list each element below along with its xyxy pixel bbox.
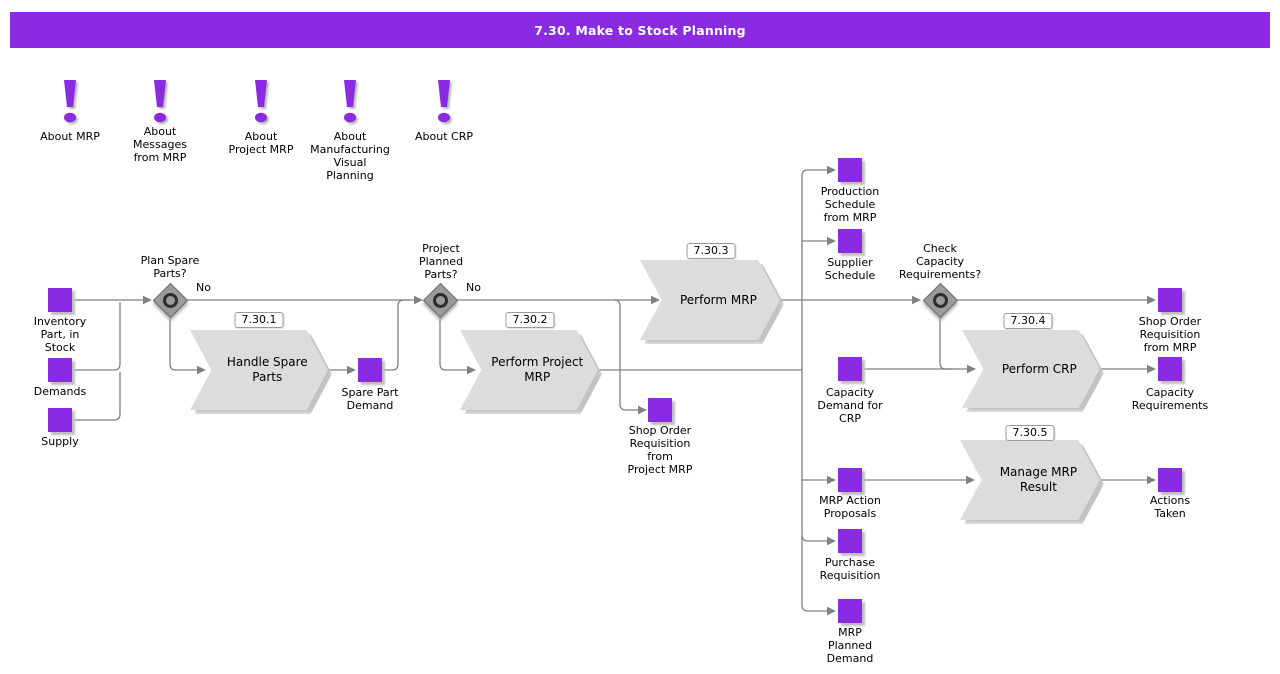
decision-ring-icon — [159, 289, 182, 312]
artifact-label: MRP Action Proposals — [819, 494, 881, 520]
artifact-mrp-planned-demand — [838, 599, 862, 623]
process-perform-crp[interactable]: Perform CRP — [962, 330, 1104, 412]
artifact-supplier-schedule — [838, 229, 862, 253]
process-label: Perform CRP — [1001, 361, 1077, 376]
artifact-label: Supply — [41, 435, 79, 448]
artifact-label: Demands — [33, 385, 87, 398]
branch-no-label: No — [466, 281, 481, 294]
artifact-label: Supplier Schedule — [824, 256, 876, 282]
exclamation-icon — [344, 80, 356, 123]
artifact-actions-taken — [1158, 468, 1182, 492]
artifact-shop-order-requisition-project — [648, 398, 672, 422]
artifact-label: Capacity Demand for CRP — [817, 386, 883, 425]
decision-label: Plan Spare Parts? — [140, 254, 200, 280]
about-mrp-link[interactable]: About MRP — [5, 80, 135, 143]
process-perform-mrp[interactable]: Perform MRP — [640, 260, 784, 344]
about-link-label: About Messages from MRP — [133, 125, 187, 164]
exclamation-icon — [154, 80, 166, 123]
artifact-label: Capacity Requirements — [1131, 386, 1209, 412]
process-id-badge: 7.30.4 — [1003, 313, 1053, 329]
exclamation-icon — [438, 80, 450, 123]
artifact-label: Production Schedule from MRP — [820, 185, 880, 224]
artifact-label: Shop Order Requisition from Project MRP — [627, 424, 693, 476]
process-id-badge: 7.30.5 — [1005, 425, 1055, 441]
artifact-inventory-part — [48, 288, 72, 312]
process-handle-spare-parts[interactable]: Handle Spare Parts — [190, 330, 332, 414]
artifact-purchase-requisition — [838, 529, 862, 553]
process-label: Handle Spare Parts — [226, 355, 308, 384]
process-label: Perform Project MRP — [491, 355, 584, 384]
artifact-label: Shop Order Requisition from MRP — [1138, 315, 1202, 354]
artifact-label: Inventory Part, in Stock — [33, 315, 87, 354]
artifact-capacity-requirements — [1158, 357, 1182, 381]
artifact-capacity-demand — [838, 357, 862, 381]
title-bar: 7.30. Make to Stock Planning — [10, 12, 1270, 48]
artifact-production-schedule — [838, 158, 862, 182]
artifact-supply — [48, 408, 72, 432]
branch-no-label: No — [196, 281, 211, 294]
artifact-spare-part-demand — [358, 358, 382, 382]
about-link-label: About Manufacturing Visual Planning — [310, 130, 390, 182]
decision-label: Project Planned Parts? — [418, 242, 464, 281]
page-title: 7.30. Make to Stock Planning — [534, 22, 746, 38]
artifact-label: MRP Planned Demand — [826, 626, 874, 665]
about-manufacturing-visual-planning-link[interactable]: About Manufacturing Visual Planning — [285, 80, 415, 182]
process-id-badge: 7.30.3 — [686, 243, 736, 259]
about-link-label: About Project MRP — [228, 130, 294, 156]
artifact-demands — [48, 358, 72, 382]
artifact-label: Spare Part Demand — [341, 386, 399, 412]
process-manage-mrp-result[interactable]: Manage MRP Result — [960, 440, 1104, 524]
about-project-mrp-link[interactable]: About Project MRP — [196, 80, 326, 156]
about-link-label: About CRP — [415, 130, 473, 143]
artifact-label: Actions Taken — [1149, 494, 1191, 520]
decision-ring-icon — [929, 289, 952, 312]
about-messages-from-mrp-link[interactable]: About Messages from MRP — [95, 80, 225, 164]
about-link-label: About MRP — [40, 130, 100, 143]
artifact-mrp-action-proposals — [838, 468, 862, 492]
decision-ring-icon — [429, 289, 452, 312]
process-id-badge: 7.30.2 — [505, 312, 555, 328]
artifact-label: Purchase Requisition — [819, 556, 881, 582]
about-crp-link[interactable]: About CRP — [379, 80, 509, 143]
process-perform-project-mrp[interactable]: Perform Project MRP — [460, 330, 602, 414]
exclamation-icon — [64, 80, 76, 123]
process-id-badge: 7.30.1 — [234, 312, 284, 328]
process-label: Manage MRP Result — [999, 465, 1078, 494]
artifact-shop-order-requisition-mrp — [1158, 288, 1182, 312]
exclamation-icon — [255, 80, 267, 123]
decision-label: Check Capacity Requirements? — [898, 242, 982, 281]
process-label: Perform MRP — [679, 292, 757, 307]
